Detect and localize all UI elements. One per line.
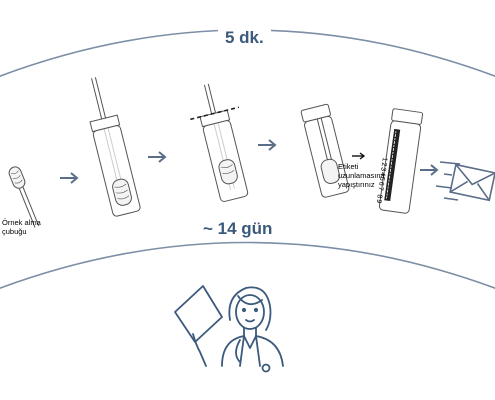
arrow-right-icon bbox=[148, 151, 167, 163]
tube-closed-icon bbox=[300, 103, 350, 198]
arrow-right-icon bbox=[258, 139, 277, 151]
swab-label-line2: çubuğu bbox=[2, 227, 27, 236]
swab-label-line1: Örnek alma bbox=[2, 218, 41, 227]
top-duration-label: 5 dk. bbox=[218, 28, 271, 48]
tube-insert-icon bbox=[89, 77, 141, 217]
label-instruction-line2: uzunlamasına bbox=[338, 171, 385, 180]
swab-label: Örnek alma çubuğu bbox=[2, 218, 62, 236]
mail-envelope-icon bbox=[435, 161, 495, 202]
arrow-right-icon bbox=[352, 152, 366, 160]
labeled-tube-icon bbox=[378, 108, 424, 214]
doctor-icon bbox=[174, 285, 284, 373]
label-instruction-line1: Etiketi bbox=[338, 162, 359, 171]
label-instruction: Etiketi uzunlamasına yapıştırınız bbox=[338, 162, 398, 189]
tube-break-icon bbox=[190, 83, 249, 202]
swab-icon bbox=[8, 166, 40, 228]
arrow-right-icon bbox=[60, 172, 79, 184]
arrow-right-icon bbox=[420, 164, 439, 176]
bottom-duration-label: ~ 14 gün bbox=[196, 219, 280, 239]
label-instruction-line3: yapıştırınız bbox=[338, 180, 375, 189]
bottom-arc bbox=[0, 241, 495, 290]
